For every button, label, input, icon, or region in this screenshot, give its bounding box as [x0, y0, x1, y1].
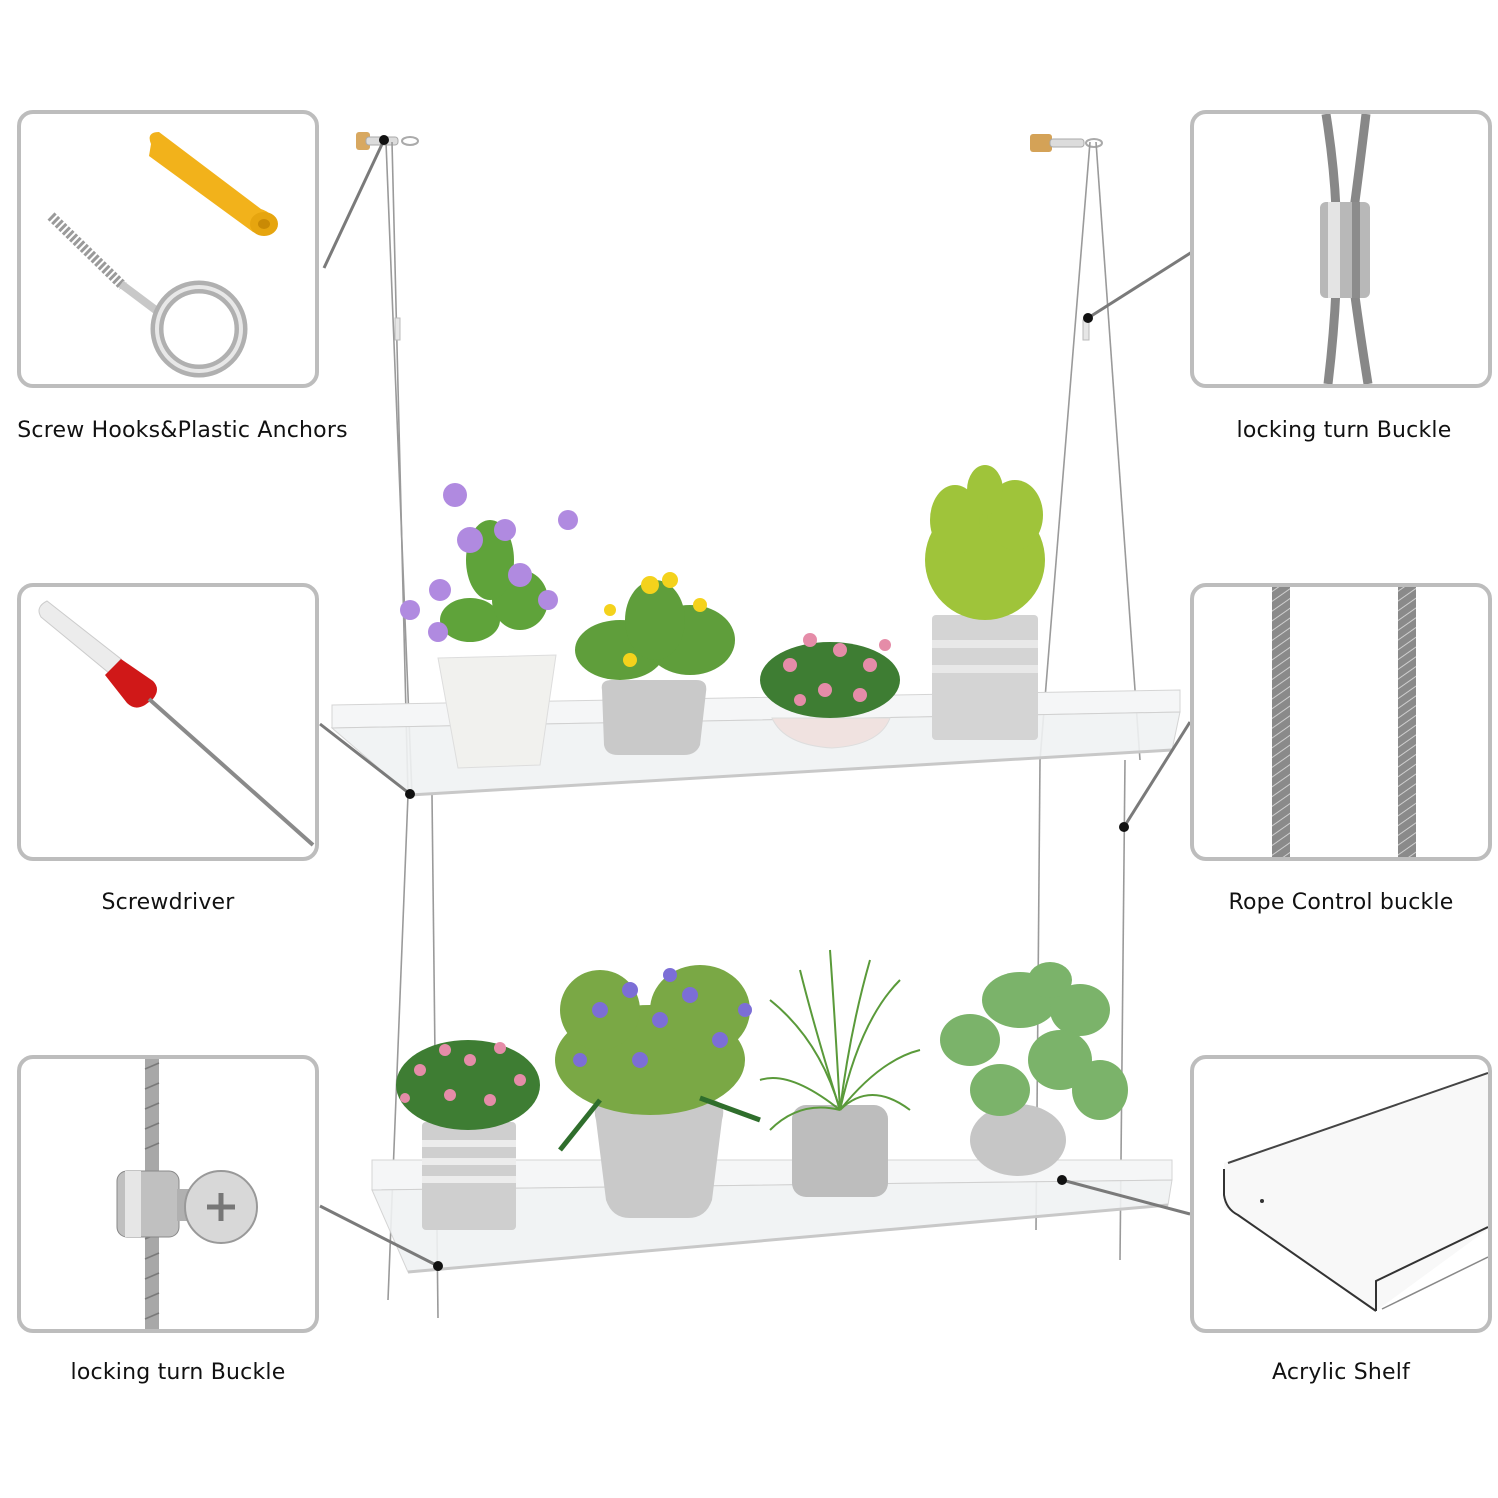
- label-locking-turn-buckle-top: locking turn Buckle: [1236, 418, 1452, 443]
- lower-plant-2: [555, 965, 761, 1218]
- screwdriver-icon: [38, 600, 315, 847]
- label-acrylic-shelf: Acrylic Shelf: [1271, 1360, 1411, 1385]
- card-locking-turn-buckle-bottom: [17, 1055, 319, 1333]
- screw-hook-anchor-icon: [47, 132, 278, 378]
- card-screwdriver: [17, 583, 319, 861]
- right-ceiling-hook-icon: [1030, 134, 1103, 152]
- card-acrylic-shelf: [1190, 1055, 1492, 1333]
- label-screw-hooks: Screw Hooks&Plastic Anchors: [17, 418, 348, 443]
- upper-plant-3: [760, 633, 900, 749]
- lower-acrylic-shelf: [371, 1159, 1173, 1274]
- wire-crimp-buckle-icon: [1320, 114, 1373, 384]
- lower-plant-3: [759, 949, 921, 1197]
- upper-plant-1: [400, 483, 578, 769]
- screw-hook-icon: [47, 212, 248, 378]
- label-screwdriver: Screwdriver: [101, 890, 235, 915]
- upper-plant-2: [575, 572, 735, 755]
- lower-plant-4: [940, 962, 1128, 1176]
- locking-turn-buckle-icon: [116, 1059, 258, 1329]
- card-rope-control-buckle: [1190, 583, 1492, 861]
- callout-lines: [319, 139, 1193, 1268]
- label-locking-turn-buckle-bottom: locking turn Buckle: [70, 1360, 286, 1385]
- card-locking-turn-buckle-top: [1190, 110, 1492, 388]
- wire-rope-icon: [1272, 587, 1416, 857]
- label-rope-control-buckle: Rope Control buckle: [1228, 890, 1454, 915]
- callout-dots: [379, 135, 1129, 1271]
- card-screw-hooks: [17, 110, 319, 388]
- lower-plant-1: [396, 1040, 540, 1230]
- upper-plant-4: [925, 465, 1045, 740]
- plastic-anchor-icon: [149, 132, 278, 236]
- acrylic-shelf-icon: [1223, 1072, 1488, 1312]
